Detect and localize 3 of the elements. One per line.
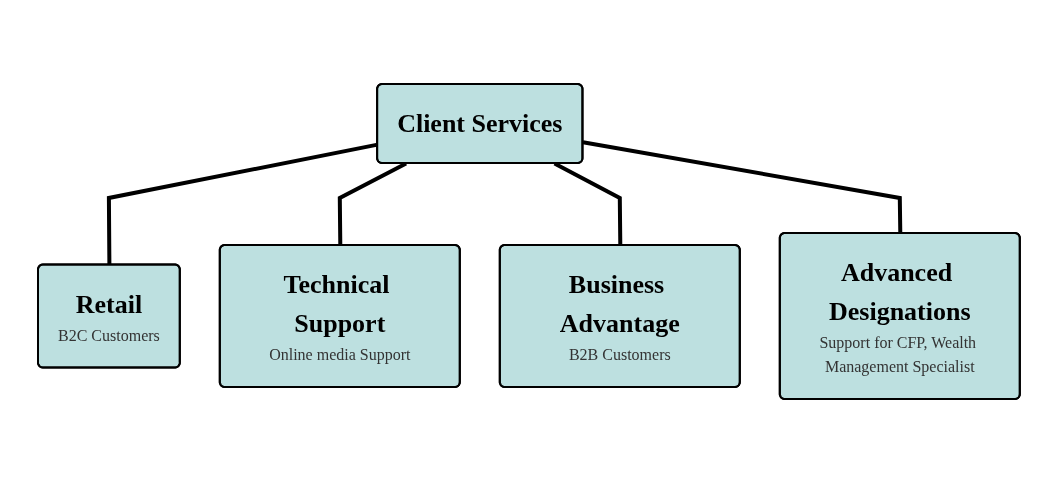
connector <box>553 161 622 246</box>
connector <box>337 161 407 246</box>
connector <box>582 139 902 234</box>
